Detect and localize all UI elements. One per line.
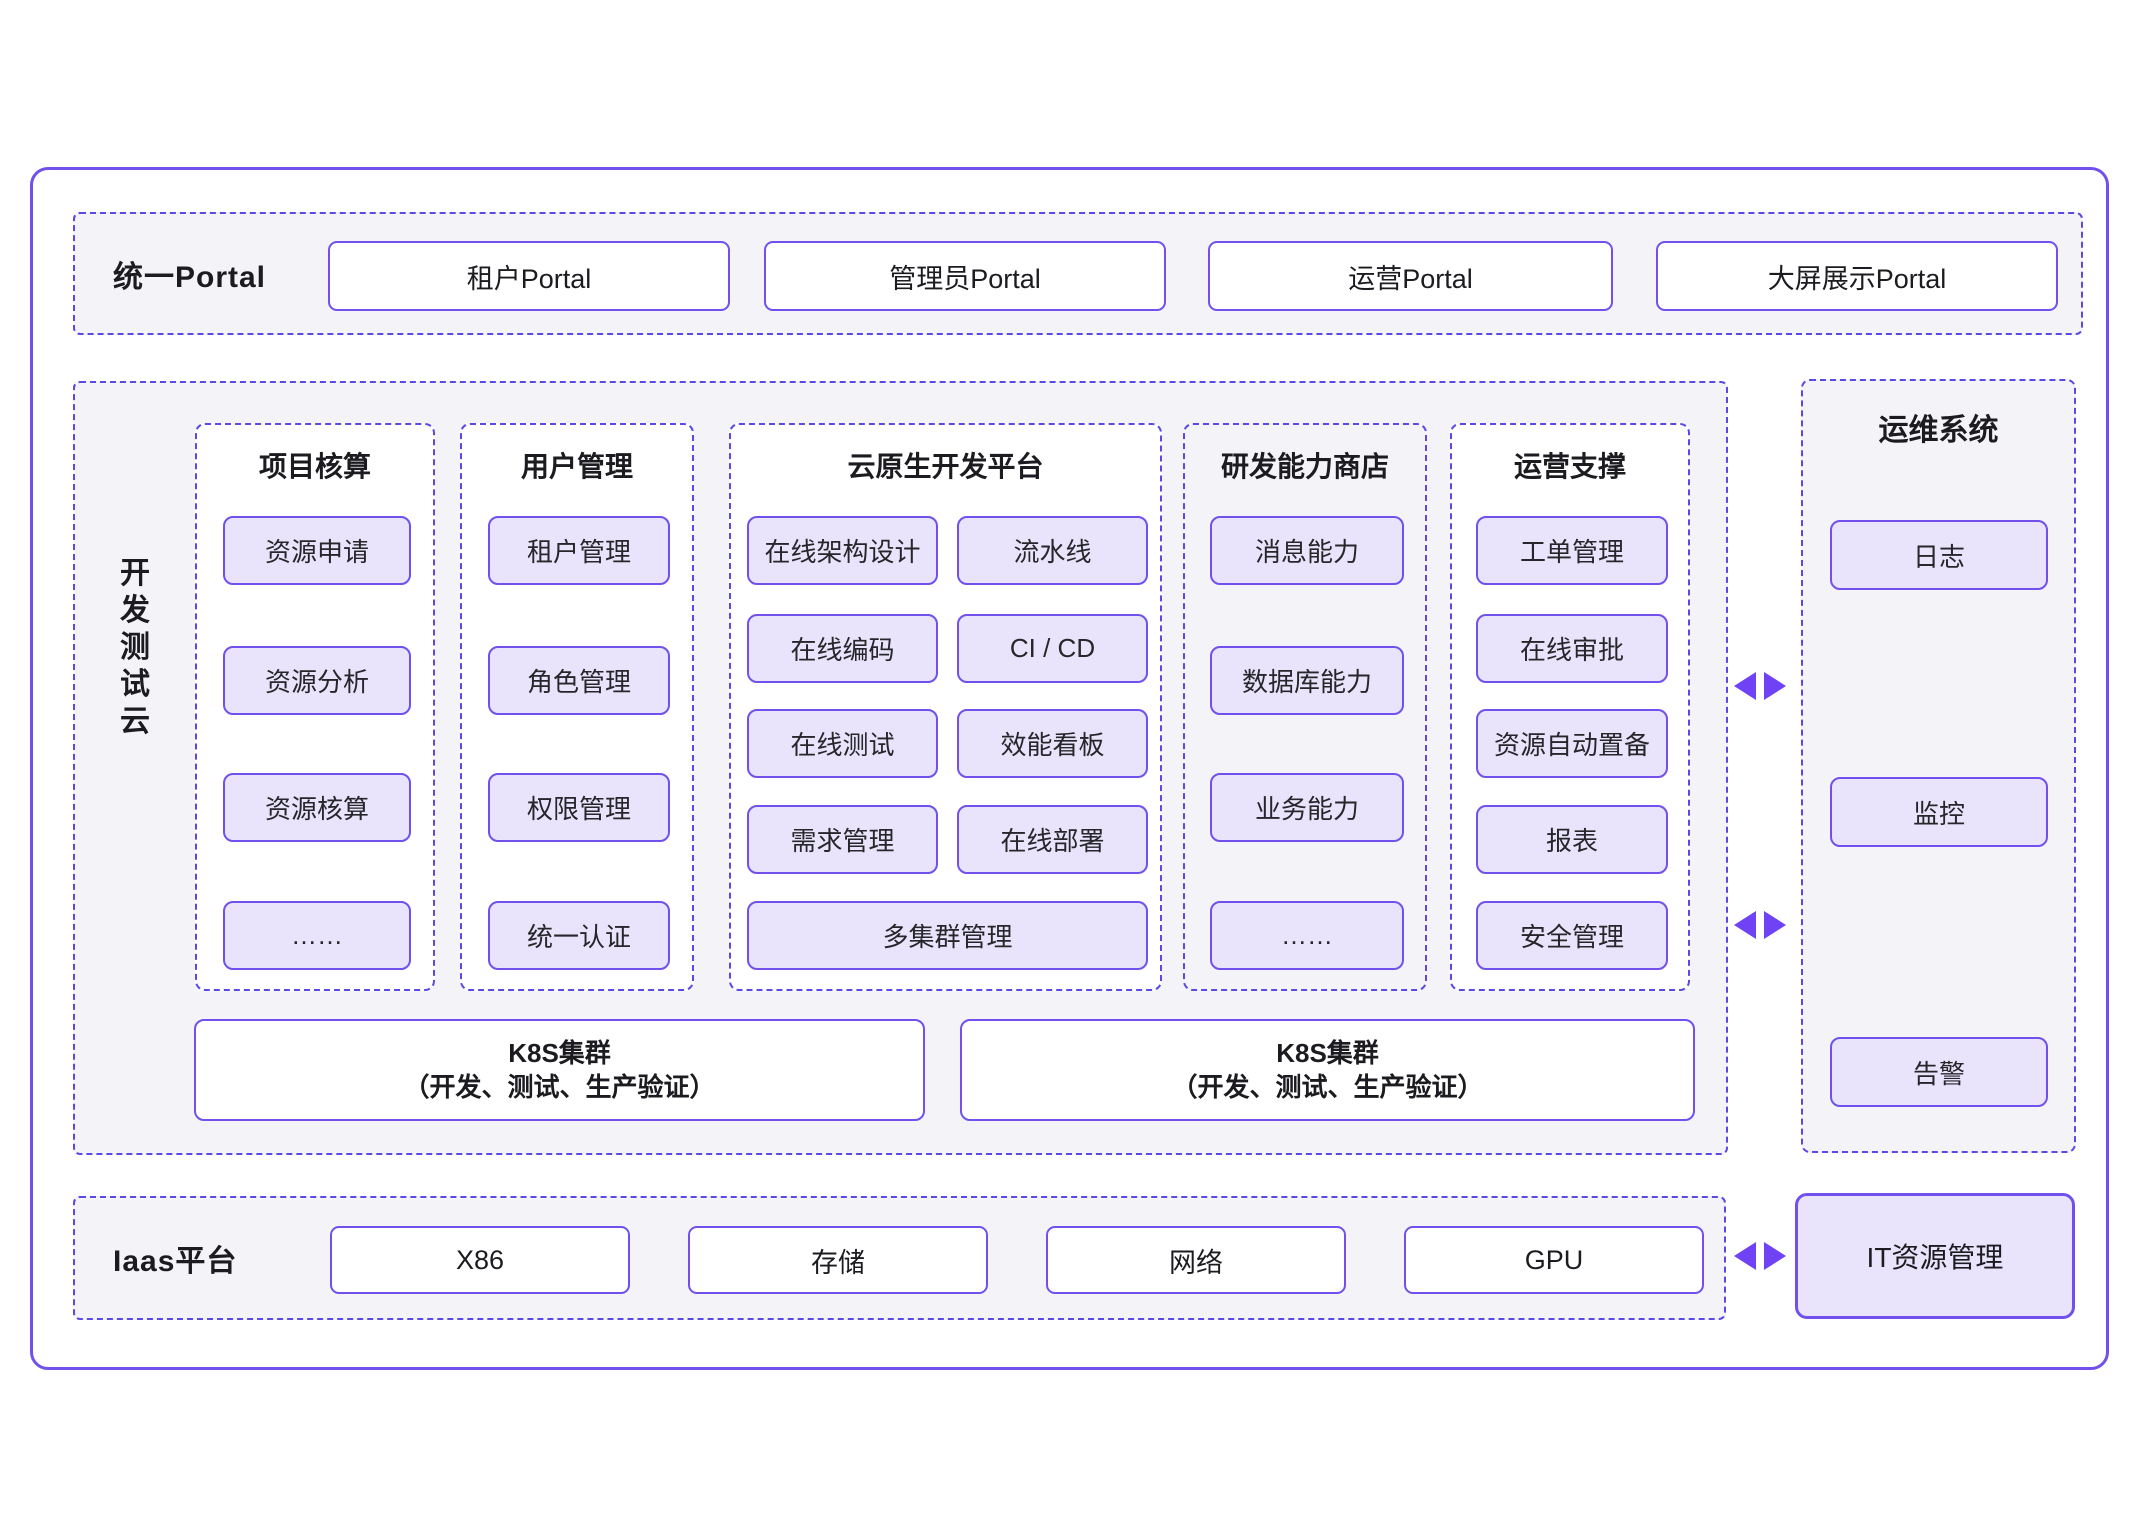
it-resource-mgmt-node: IT资源管理 bbox=[1795, 1193, 2075, 1319]
online-approval-node: 在线审批 bbox=[1476, 614, 1668, 683]
report-node: 报表 bbox=[1476, 805, 1668, 874]
resource-account-node: 资源核算 bbox=[223, 773, 411, 842]
role-mgmt-node: 角色管理 bbox=[488, 646, 670, 715]
network-node: 网络 bbox=[1046, 1226, 1346, 1294]
arrow-left-icon bbox=[1734, 672, 1756, 700]
column-title: 研发能力商店 bbox=[1220, 451, 1389, 482]
column-cloud-native-platform: 云原生开发平台 在线架构设计 流水线 在线编码 CI / CD 在线测试 效能看… bbox=[729, 423, 1162, 991]
arrow-right-icon bbox=[1764, 911, 1786, 939]
business-capability-node: 业务能力 bbox=[1210, 773, 1404, 842]
monitor-node: 监控 bbox=[1830, 777, 2048, 847]
ci-cd-node: CI / CD bbox=[957, 614, 1148, 683]
pipeline-node: 流水线 bbox=[957, 516, 1148, 585]
k8s-cluster-title: K8S集群 bbox=[1276, 1038, 1379, 1068]
k8s-cluster-subtitle: （开发、测试、生产验证） bbox=[403, 1072, 716, 1102]
ticket-mgmt-node: 工单管理 bbox=[1476, 516, 1668, 585]
online-testing-node: 在线测试 bbox=[747, 709, 938, 778]
k8s-cluster-title: K8S集群 bbox=[508, 1038, 611, 1068]
k8s-cluster-box: K8S集群 （开发、测试、生产验证） bbox=[194, 1019, 925, 1121]
ops-system-section: 运维系统 日志 监控 告警 bbox=[1801, 379, 2076, 1153]
arrow-left-icon bbox=[1734, 1242, 1756, 1270]
gpu-node: GPU bbox=[1404, 1226, 1704, 1294]
log-node: 日志 bbox=[1830, 520, 2048, 590]
column-title: 用户管理 bbox=[520, 451, 633, 482]
message-capability-node: 消息能力 bbox=[1210, 516, 1404, 585]
dev-label-char: 开 bbox=[120, 557, 150, 590]
operation-portal-node: 运营Portal bbox=[1208, 241, 1613, 311]
it-resource-mgmt-label: IT资源管理 bbox=[1866, 1242, 2004, 1273]
perf-dashboard-node: 效能看板 bbox=[957, 709, 1148, 778]
dev-label-char: 发 bbox=[120, 594, 150, 627]
column-project-accounting: 项目核算 资源申请 资源分析 资源核算 …… bbox=[195, 423, 435, 991]
multi-cluster-mgmt-node: 多集群管理 bbox=[747, 901, 1148, 970]
dev-label-char: 测 bbox=[120, 631, 150, 664]
column-title: 云原生开发平台 bbox=[847, 451, 1044, 482]
tenant-mgmt-node: 租户管理 bbox=[488, 516, 670, 585]
more-node: …… bbox=[223, 901, 411, 970]
bidirectional-arrow-icon bbox=[1734, 911, 1786, 939]
storage-node: 存储 bbox=[688, 1226, 988, 1294]
permission-mgmt-node: 权限管理 bbox=[488, 773, 670, 842]
dev-test-cloud-section: 开 发 测 试 云 项目核算 资源申请 资源分析 资源核算 …… 用户管理 租户… bbox=[73, 381, 1728, 1155]
k8s-cluster-subtitle: （开发、测试、生产验证） bbox=[1171, 1072, 1484, 1102]
online-deploy-node: 在线部署 bbox=[957, 805, 1148, 874]
tenant-portal-node: 租户Portal bbox=[328, 241, 730, 311]
bigscreen-portal-node: 大屏展示Portal bbox=[1656, 241, 2058, 311]
column-title: 运营支撑 bbox=[1513, 451, 1626, 482]
dev-test-cloud-label: 开 发 测 试 云 bbox=[115, 555, 155, 740]
auto-provision-node: 资源自动置备 bbox=[1476, 709, 1668, 778]
online-coding-node: 在线编码 bbox=[747, 614, 938, 683]
column-title: 项目核算 bbox=[258, 451, 371, 482]
unified-auth-node: 统一认证 bbox=[488, 901, 670, 970]
unified-portal-label: 统一Portal bbox=[113, 260, 267, 294]
requirement-mgmt-node: 需求管理 bbox=[747, 805, 938, 874]
outer-frame: 统一Portal 租户Portal 管理员Portal 运营Portal 大屏展… bbox=[30, 167, 2109, 1370]
column-operation-support: 运营支撑 工单管理 在线审批 资源自动置备 报表 安全管理 bbox=[1450, 423, 1690, 991]
database-capability-node: 数据库能力 bbox=[1210, 646, 1404, 715]
resource-analysis-node: 资源分析 bbox=[223, 646, 411, 715]
more-node: …… bbox=[1210, 901, 1404, 970]
bidirectional-arrow-icon bbox=[1734, 1242, 1786, 1270]
arrow-left-icon bbox=[1734, 911, 1756, 939]
resource-apply-node: 资源申请 bbox=[223, 516, 411, 585]
bidirectional-arrow-icon bbox=[1734, 672, 1786, 700]
arrow-right-icon bbox=[1764, 1242, 1786, 1270]
column-rd-capability-store: 研发能力商店 消息能力 数据库能力 业务能力 …… bbox=[1183, 423, 1427, 991]
dev-label-char: 云 bbox=[120, 705, 150, 738]
iaas-platform-section: Iaas平台 X86 存储 网络 GPU bbox=[73, 1196, 1726, 1320]
x86-node: X86 bbox=[330, 1226, 630, 1294]
iaas-platform-label: Iaas平台 bbox=[113, 1245, 238, 1278]
arrow-right-icon bbox=[1764, 672, 1786, 700]
unified-portal-section: 统一Portal 租户Portal 管理员Portal 运营Portal 大屏展… bbox=[73, 212, 2083, 335]
ops-system-title: 运维系统 bbox=[1878, 414, 1999, 447]
online-arch-design-node: 在线架构设计 bbox=[747, 516, 938, 585]
alert-node: 告警 bbox=[1830, 1037, 2048, 1107]
k8s-cluster-box: K8S集群 （开发、测试、生产验证） bbox=[960, 1019, 1695, 1121]
column-user-management: 用户管理 租户管理 角色管理 权限管理 统一认证 bbox=[460, 423, 694, 991]
security-mgmt-node: 安全管理 bbox=[1476, 901, 1668, 970]
admin-portal-node: 管理员Portal bbox=[764, 241, 1166, 311]
dev-label-char: 试 bbox=[120, 668, 150, 701]
